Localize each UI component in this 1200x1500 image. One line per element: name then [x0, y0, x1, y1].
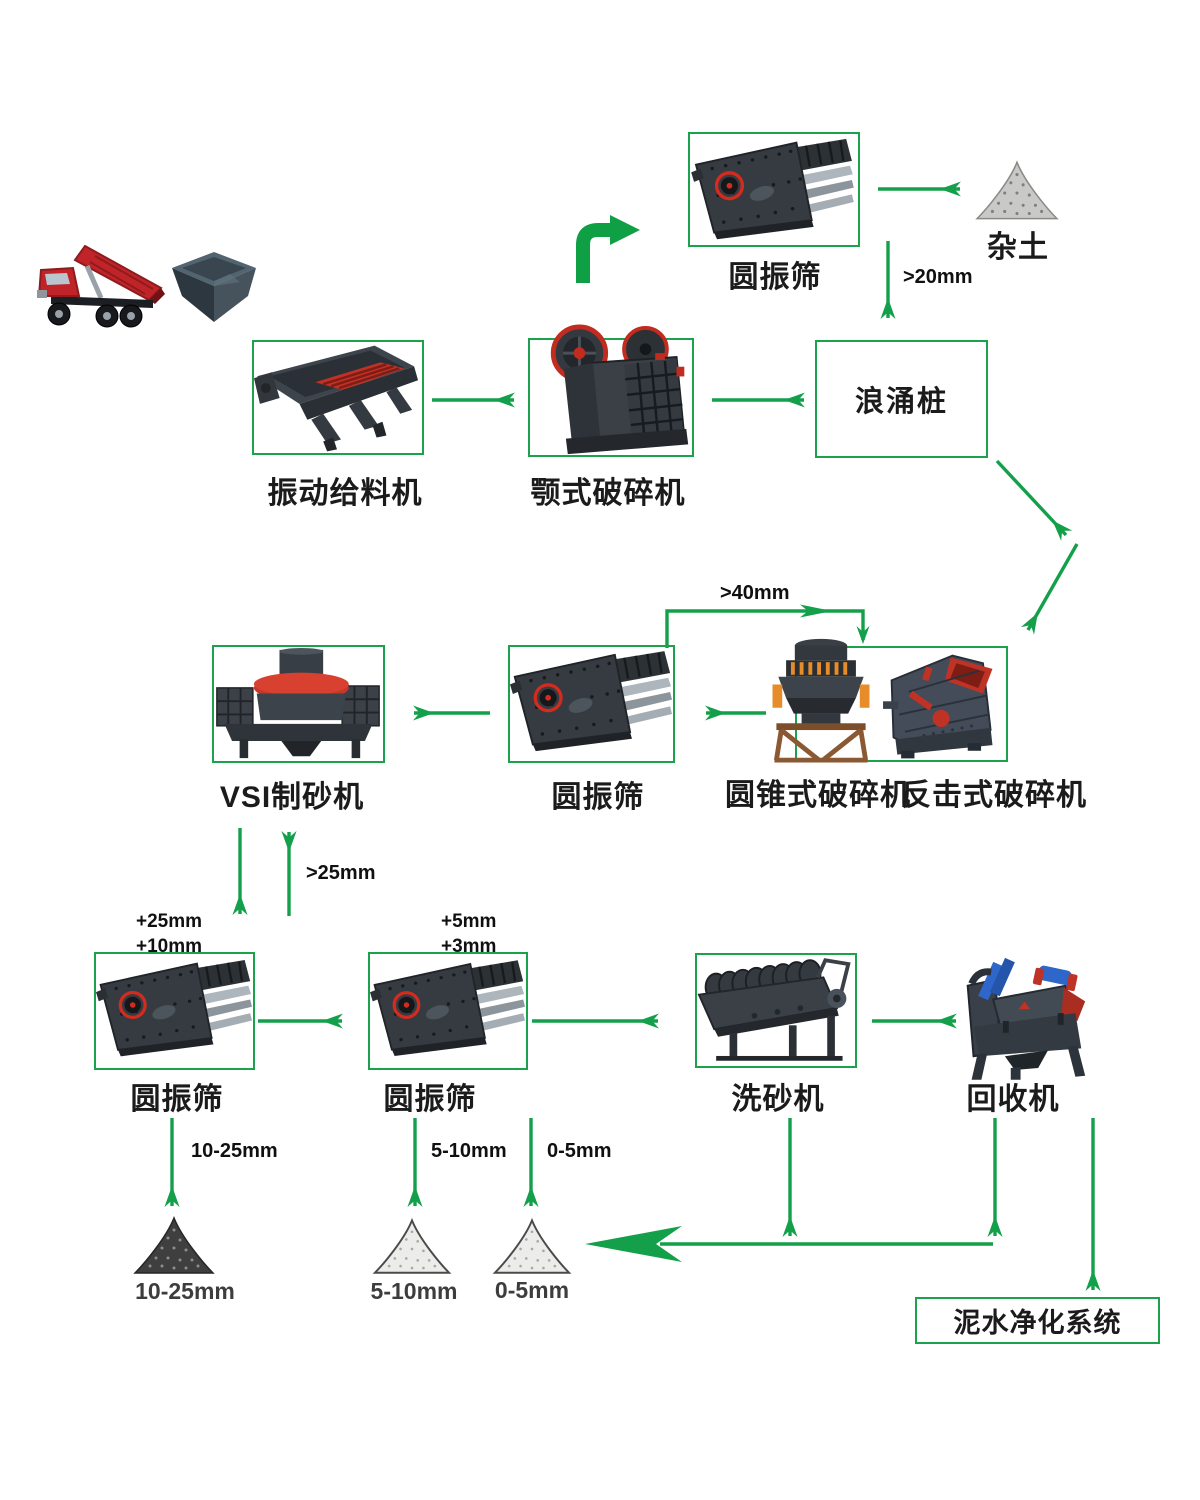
recycler-label: 回收机	[966, 1083, 1060, 1116]
waste-soil-pile-image	[974, 160, 1060, 224]
flow-label-gt25mm: >25mm	[306, 862, 376, 884]
aggregate-pile-0-5-image	[492, 1218, 572, 1278]
cone-crusher-label: 圆锥式破碎机	[725, 779, 911, 812]
purification-system-label: 泥水净化系统	[953, 1308, 1122, 1338]
screen-b-size-notes: +5mm +3mm	[441, 910, 496, 959]
impact-crusher-label: 反击式破碎机	[901, 779, 1087, 812]
sand-washer-image	[697, 956, 855, 1064]
washer-box	[695, 953, 857, 1068]
screen-a-label: 圆振筛	[130, 1083, 224, 1116]
impact-crusher-image	[880, 648, 1006, 766]
screen-b-box	[368, 952, 528, 1070]
screen-a-image	[96, 954, 252, 1066]
screen-b-label: 圆振筛	[383, 1083, 477, 1116]
mid-vibrating-screen-image	[510, 648, 672, 758]
pile-label-10-25mm: 10-25mm	[135, 1278, 235, 1304]
flow-label-gt20mm: >20mm	[903, 266, 973, 288]
purification-system-box: 泥水净化系统	[915, 1297, 1160, 1344]
vibrating-feeder-image	[254, 342, 422, 454]
screen-a-note-2: +10mm	[136, 935, 203, 957]
screen-b-note-1: +5mm	[441, 911, 497, 932]
aggregate-pile-10-25-image	[132, 1216, 216, 1278]
feeder-label: 振动给料机	[267, 477, 423, 510]
jaw-crusher-image	[530, 324, 692, 458]
top-screen-box	[688, 132, 860, 247]
washer-label: 洗砂机	[731, 1083, 825, 1116]
mid-screen-label: 圆振筛	[551, 781, 645, 814]
screen-a-size-notes: +25mm +10mm	[136, 910, 202, 959]
top-screen-label: 圆振筛	[728, 261, 822, 294]
flow-label-10-25mm: 10-25mm	[191, 1140, 278, 1162]
surge-bin-box: 浪涌桩	[815, 340, 988, 458]
feeder-box	[252, 340, 424, 455]
flow-label-0-5mm: 0-5mm	[547, 1140, 612, 1162]
waste-pile-label: 杂土	[987, 231, 1049, 264]
sand-recycler-image	[952, 956, 1094, 1082]
jaw-crusher-label: 颚式破碎机	[530, 477, 686, 510]
top-vibrating-screen-image	[690, 136, 855, 246]
screen-a-box	[94, 952, 255, 1070]
vsi-label: VSI制砂机	[219, 781, 365, 814]
mid-screen-box	[508, 645, 675, 763]
flow-label-gt40mm: >40mm	[720, 582, 790, 604]
cone-crusher-image	[768, 636, 874, 764]
screen-a-note-1: +25mm	[136, 911, 203, 932]
jaw-crusher-box	[528, 338, 694, 457]
screen-b-image	[370, 954, 525, 1066]
dump-truck-image	[35, 232, 180, 332]
surge-bin-label: 浪涌桩	[854, 386, 948, 418]
feed-hopper-image	[170, 248, 258, 326]
aggregate-pile-5-10-image	[372, 1218, 452, 1278]
screen-b-note-2: +3mm	[441, 935, 497, 957]
pile-label-0-5mm: 0-5mm	[494, 1277, 570, 1303]
pile-label-5-10mm: 5-10mm	[370, 1278, 458, 1304]
vsi-sand-maker-image	[214, 648, 382, 760]
vsi-box	[212, 645, 385, 763]
flow-label-5-10mm: 5-10mm	[431, 1140, 507, 1162]
